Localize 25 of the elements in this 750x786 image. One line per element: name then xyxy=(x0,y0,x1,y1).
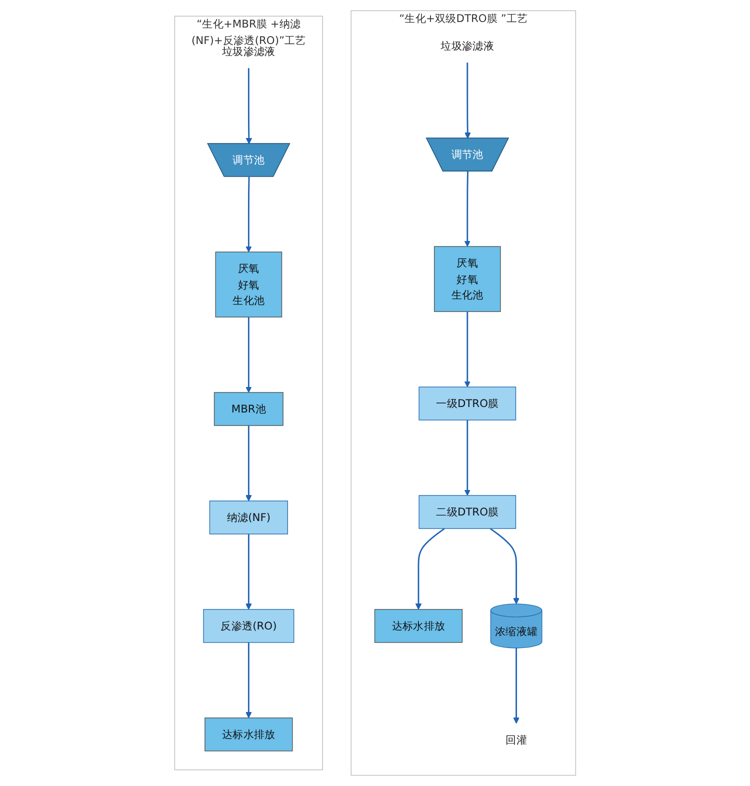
arrow xyxy=(464,420,470,496)
arrow xyxy=(464,171,470,247)
arrow xyxy=(512,648,520,724)
node-text: 垃圾渗滤液 xyxy=(222,44,276,58)
node-box: 厌氧 好氧 生化池 xyxy=(215,252,282,318)
node-box: 达标水排放 xyxy=(374,609,462,643)
arrow xyxy=(245,642,252,718)
node-box: 纳滤(NF) xyxy=(209,500,288,534)
arrow xyxy=(245,176,252,252)
arrow xyxy=(490,528,520,604)
arrow xyxy=(245,426,252,502)
arrow xyxy=(246,68,252,144)
node-box: 达标水排放 xyxy=(204,718,293,752)
arrow xyxy=(415,528,445,610)
node-box: 二级DTRO膜 xyxy=(418,495,516,529)
node-box: 一级DTRO膜 xyxy=(418,386,516,420)
node-box: 反渗透(RO) xyxy=(202,609,294,643)
node-box: 厌氧 好氧 生化池 xyxy=(434,246,501,312)
arrow xyxy=(245,534,252,610)
arrow xyxy=(464,62,471,139)
arrow xyxy=(245,317,252,393)
arrow xyxy=(464,312,470,388)
node-text: 垃圾渗滤液 xyxy=(440,40,494,52)
node-box: MBR池 xyxy=(214,392,284,426)
node-text: 回灌 xyxy=(505,733,527,746)
